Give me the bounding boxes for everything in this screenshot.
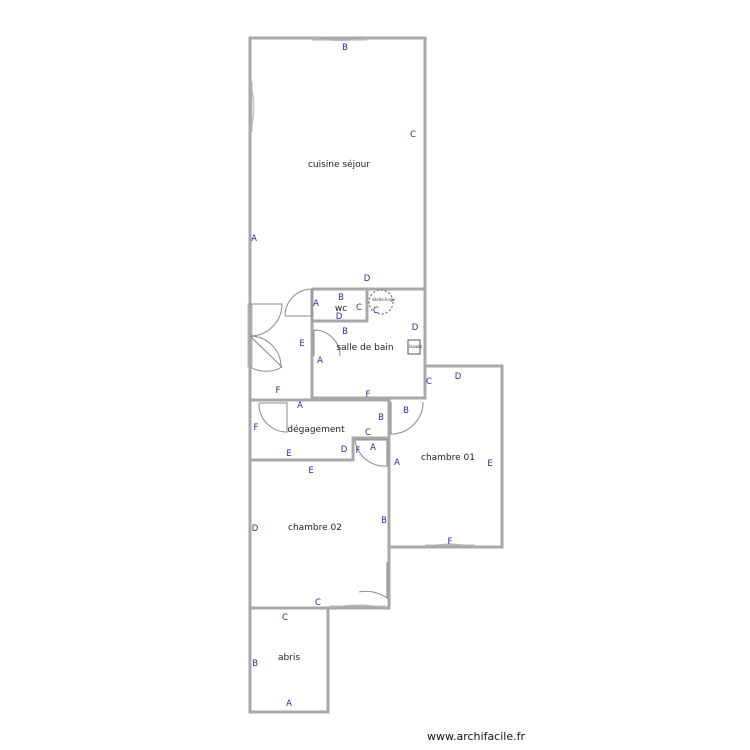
- wall-letter: C: [315, 598, 321, 608]
- room-names: cuisine séjour wc salle de bain dégageme…: [278, 159, 475, 663]
- wall-letter: B: [342, 43, 348, 53]
- sink-icon: [407, 339, 421, 355]
- wall-letter: C: [365, 428, 371, 438]
- wall-letter: D: [412, 323, 419, 333]
- window-ch1-bottom-arc: [424, 543, 476, 548]
- wall-letter: D: [455, 372, 462, 382]
- wall-letter: F: [276, 386, 281, 396]
- wall-letter: F: [356, 446, 361, 456]
- wall-letter: A: [370, 443, 376, 453]
- wall-letter: E: [299, 339, 304, 349]
- dryer-label: sèche-linge: [372, 297, 395, 302]
- wall-letter: A: [313, 299, 319, 309]
- wall-letter: B: [381, 516, 387, 526]
- wall-letter: D: [252, 524, 259, 534]
- wall-letter: B: [342, 327, 348, 337]
- door-chambre-01: [390, 401, 424, 435]
- wall-letter: D: [336, 312, 343, 322]
- wall-letter: C: [356, 303, 362, 313]
- wall-letters: B C A D E F A B C D B A D F C A F B C D …: [251, 43, 493, 709]
- door-notch: [354, 439, 388, 467]
- sink-label: lavabo: [409, 344, 423, 349]
- door-sejour: [284, 288, 313, 317]
- room-abris: abris: [278, 653, 300, 663]
- wall-letter: C: [282, 613, 288, 623]
- door-sdb: [313, 329, 341, 357]
- wall-abris: [248, 608, 330, 714]
- door-chambre-02: [358, 562, 388, 599]
- wall-letter: A: [251, 234, 257, 244]
- wall-letter: B: [252, 659, 258, 669]
- wall-letter: D: [341, 445, 348, 455]
- wall-letter: F: [366, 390, 371, 400]
- wall-letter: C: [410, 130, 416, 140]
- wall-letter: B: [403, 406, 409, 416]
- room-wc: wc: [335, 304, 347, 314]
- door-entry-leaf-1: [249, 303, 283, 337]
- window-sejour-left-arc: [249, 81, 255, 133]
- door-entry-swing: [249, 335, 282, 368]
- wall-chambre-02: [248, 438, 391, 610]
- door-entry-leaf-2: [249, 335, 283, 372]
- dryer-icon: [368, 289, 394, 315]
- wall-letter: C: [426, 377, 432, 387]
- wall-letter: B: [338, 293, 344, 303]
- windows: [247, 37, 476, 609]
- wall-letter: E: [487, 459, 492, 469]
- wall-letter: A: [394, 458, 400, 468]
- wall-letter: E: [286, 449, 291, 459]
- wall-letter: A: [286, 699, 292, 709]
- wall-sdb: [310, 289, 427, 400]
- wall-letter: A: [317, 356, 323, 366]
- door-degagement-left: [258, 402, 288, 433]
- walls: [248, 36, 504, 714]
- wall-letter: B: [378, 413, 384, 423]
- room-salle-de-bain: salle de bain: [336, 343, 393, 353]
- wall-wc: [312, 289, 369, 323]
- wall-letter: A: [297, 401, 303, 411]
- wall-letter: C: [373, 306, 379, 316]
- window-sejour-top-arc: [311, 37, 368, 41]
- room-chambre-02: chambre 02: [288, 523, 342, 533]
- doors: [258, 288, 424, 599]
- wall-letter: F: [448, 537, 453, 547]
- wall-sejour: [248, 36, 427, 289]
- room-chambre-01: chambre 01: [421, 453, 475, 463]
- credit-link[interactable]: www.archifacile.fr: [427, 730, 525, 743]
- wall-letter: E: [308, 466, 313, 476]
- window-ch2-bottom-arc: [329, 604, 387, 609]
- wall-letter: F: [254, 423, 259, 433]
- fixtures: sèche-linge lavabo: [368, 289, 423, 355]
- wall-letter: D: [364, 274, 371, 284]
- room-degagement: dégagement: [287, 424, 345, 435]
- room-cuisine-sejour: cuisine séjour: [308, 159, 370, 170]
